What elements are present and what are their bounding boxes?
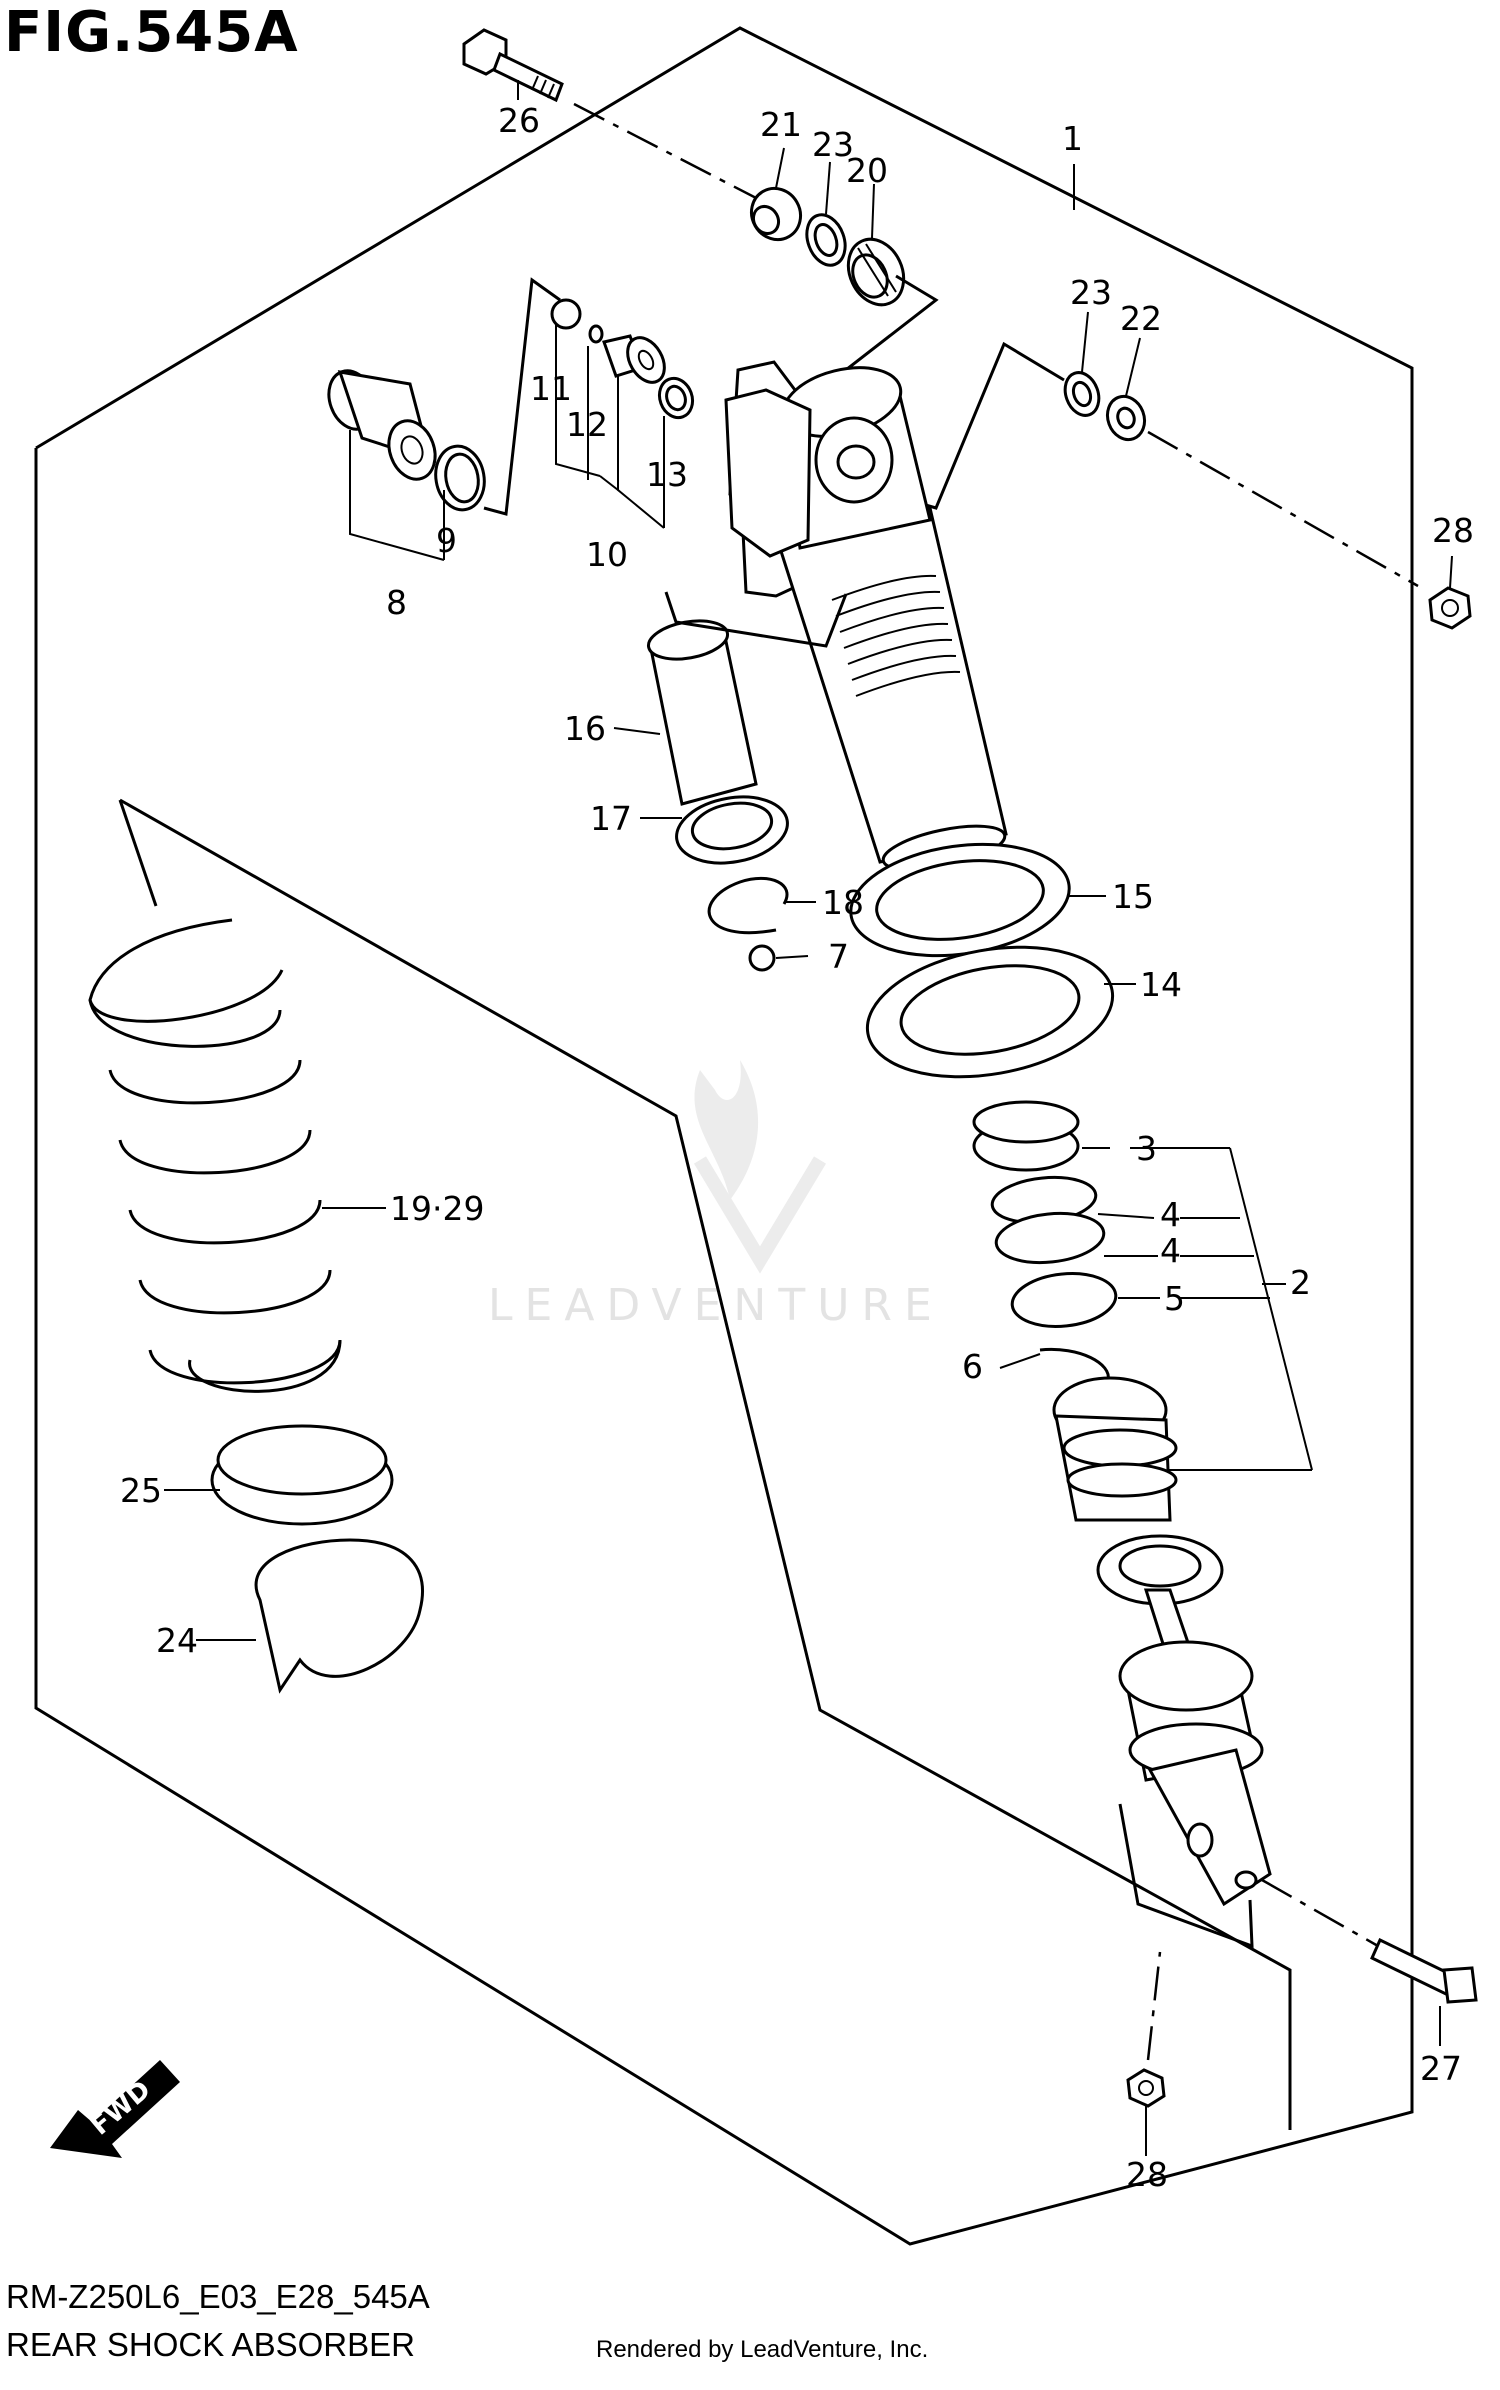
callout-28-lower: 28 bbox=[1126, 2155, 1168, 2194]
callout-18: 18 bbox=[822, 883, 864, 922]
spring-19-29 bbox=[88, 918, 342, 1393]
callout-23-upper: 23 bbox=[812, 125, 854, 164]
callout-13: 13 bbox=[646, 455, 688, 494]
callout-26: 26 bbox=[498, 101, 540, 140]
callout-15: 15 bbox=[1112, 877, 1154, 916]
bolt-27 bbox=[1370, 1937, 1478, 2004]
steel-ball-7 bbox=[748, 944, 776, 972]
lock-nut-15 bbox=[849, 842, 1071, 958]
callout-4-a: 4 bbox=[1160, 1195, 1181, 1234]
model-code: RM-Z250L6_E03_E28_545A bbox=[6, 2278, 430, 2315]
callout-23-right: 23 bbox=[1070, 273, 1112, 312]
lower-body bbox=[1118, 1640, 1272, 1907]
spring-guide-24 bbox=[254, 1538, 424, 1694]
bolt-26 bbox=[462, 28, 564, 103]
callout-27: 27 bbox=[1420, 2049, 1462, 2088]
compression-adjuster-8 bbox=[327, 369, 437, 481]
callout-4-b: 4 bbox=[1160, 1231, 1181, 1270]
watermark: LEADVENTURE bbox=[488, 1060, 944, 1331]
callout-6: 6 bbox=[962, 1347, 983, 1386]
render-credit: Rendered by LeadVenture, Inc. bbox=[596, 2336, 929, 2363]
collar-22 bbox=[1105, 394, 1147, 442]
ring-6 bbox=[1039, 1347, 1110, 1381]
callout-16: 16 bbox=[564, 709, 606, 748]
callout-24: 24 bbox=[156, 1621, 198, 1660]
callout-2: 2 bbox=[1290, 1263, 1311, 1302]
callout-11: 11 bbox=[530, 369, 572, 408]
needle-bearing-20 bbox=[846, 237, 906, 307]
callout-9: 9 bbox=[436, 521, 457, 560]
callouts: 1 2 3 4 4 5 6 7 8 9 10 11 12 13 14 15 16… bbox=[120, 101, 1474, 2194]
ring-4-lower bbox=[994, 1211, 1106, 1265]
callout-5: 5 bbox=[1164, 1279, 1185, 1318]
leader-lines bbox=[164, 80, 1453, 2156]
bladder-16 bbox=[646, 619, 758, 806]
bush-3 bbox=[972, 1100, 1080, 1172]
callout-25: 25 bbox=[120, 1471, 162, 1510]
callout-8: 8 bbox=[386, 583, 407, 622]
shock-body-1 bbox=[724, 360, 1008, 872]
nut-28-lower bbox=[1126, 2068, 1166, 2108]
callout-21: 21 bbox=[760, 105, 802, 144]
assembly-outline bbox=[34, 26, 1414, 2246]
seal-23-upper bbox=[805, 213, 847, 267]
callout-7: 7 bbox=[828, 937, 849, 976]
collar-21 bbox=[749, 186, 803, 242]
callout-17: 17 bbox=[590, 799, 632, 838]
callout-28-upper: 28 bbox=[1432, 511, 1474, 550]
o-ring-9 bbox=[434, 444, 486, 512]
watermark-text: LEADVENTURE bbox=[488, 1280, 944, 1331]
lock-nut-14 bbox=[865, 945, 1115, 1079]
callout-12: 12 bbox=[566, 405, 608, 444]
snap-ring-18 bbox=[707, 877, 789, 935]
spring-seat-25 bbox=[210, 1424, 394, 1526]
callout-22: 22 bbox=[1120, 299, 1162, 338]
fwd-arrow-icon: FWD bbox=[50, 2060, 180, 2158]
assembly-name: REAR SHOCK ABSORBER bbox=[6, 2326, 415, 2363]
ring-12 bbox=[588, 324, 604, 344]
callout-10: 10 bbox=[586, 535, 628, 574]
spring-group-outline bbox=[119, 798, 1292, 2130]
rebound-adjuster-10 bbox=[602, 334, 666, 384]
figure-title: FIG.545A bbox=[4, 0, 299, 65]
o-ring-11 bbox=[550, 298, 582, 330]
seal-23-right bbox=[1063, 371, 1101, 417]
damper-rod-assembly bbox=[1052, 1376, 1224, 1668]
callout-3: 3 bbox=[1136, 1129, 1157, 1168]
ring-17 bbox=[675, 795, 789, 865]
callout-20: 20 bbox=[846, 151, 888, 190]
o-ring-13 bbox=[657, 376, 695, 420]
ring-5 bbox=[1010, 1272, 1118, 1328]
callout-1: 1 bbox=[1062, 119, 1083, 158]
callout-14: 14 bbox=[1140, 965, 1182, 1004]
callout-19-29: 19·29 bbox=[390, 1189, 484, 1228]
nut-28-upper bbox=[1428, 586, 1472, 630]
